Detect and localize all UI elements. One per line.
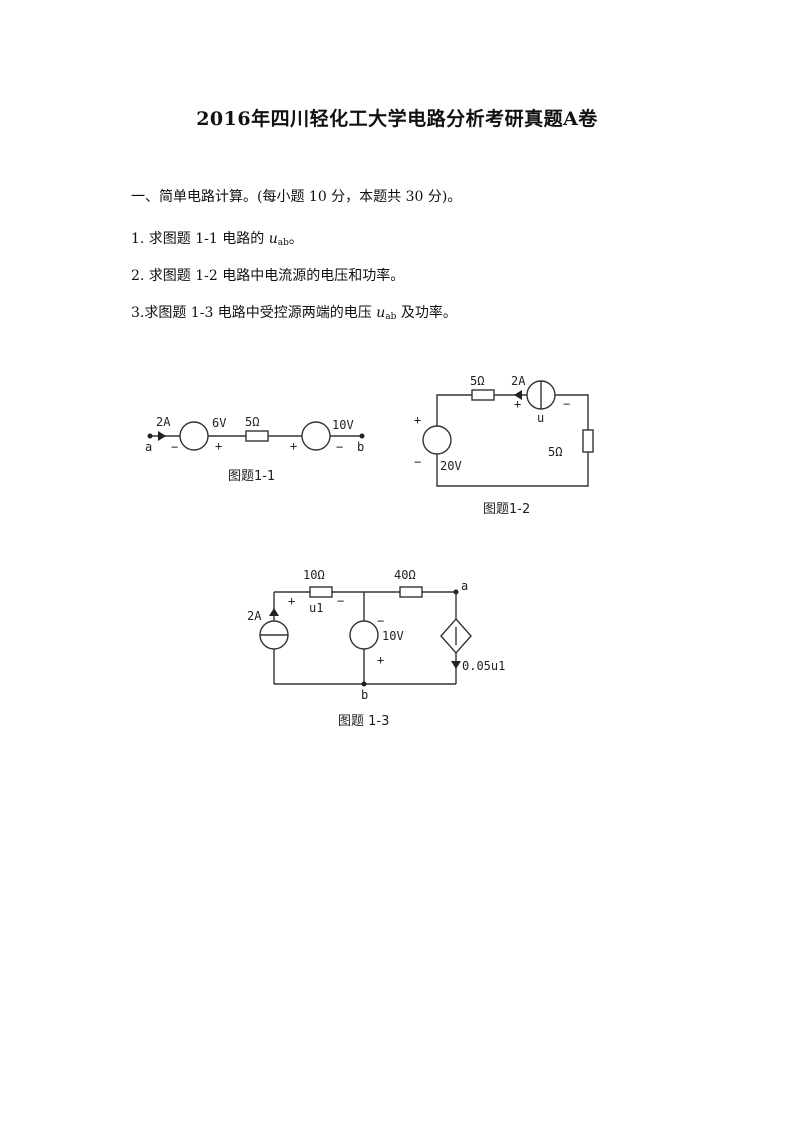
fig2-voltage-source (422, 425, 452, 455)
fig2-current-label: 2A (511, 374, 526, 388)
fig1-minus-2: − (336, 440, 343, 454)
fig1-plus-1: + (215, 439, 222, 453)
fig1-current-label: 2A (156, 415, 171, 429)
fig1-r-label: 5Ω (245, 415, 259, 429)
fig3-r2-label: 40Ω (394, 568, 416, 582)
fig1-node-a: a (145, 440, 152, 454)
fig2-r-right-label: 5Ω (548, 445, 562, 459)
fig1-minus-1: − (171, 440, 178, 454)
fig3-resistor-40 (399, 586, 423, 598)
fig2-r-top-label: 5Ω (470, 374, 484, 388)
question-2: 2. 求图题 1-2 电路中电流源的电压和功率。 (131, 268, 405, 284)
fig3-minus-u1: − (337, 594, 344, 608)
fig1-caption: 图题1-1 (228, 469, 275, 484)
fig3-dep-label: 0.05u1 (462, 659, 505, 673)
fig3-plus-v: + (377, 653, 384, 667)
fig3-node-a: a (461, 579, 468, 593)
page-title: 2016年四川轻化工大学电路分析考研真题A卷 (196, 108, 598, 130)
fig2-plus-v: + (414, 413, 421, 427)
fig2-minus-u: − (563, 397, 570, 411)
fig3-voltage-source (349, 620, 379, 650)
fig2-minus-v: − (414, 455, 421, 469)
fig3-dep-current-arrow (451, 661, 461, 669)
fig3-minus-v: − (377, 614, 384, 628)
fig3-current-label: 2A (247, 609, 262, 623)
fig2-u-label: u (537, 411, 544, 425)
fig1-v2-label: 10V (332, 418, 354, 432)
fig3-u1-label: u1 (309, 601, 323, 615)
question-3-suffix: 及功率。 (396, 305, 457, 321)
question-3-sub: ab (385, 312, 397, 322)
fig3-plus-u1: + (288, 594, 295, 608)
question-1-prefix: 1. 求图题 1-1 电路的 (131, 231, 269, 247)
fig3-current-arrow (269, 608, 279, 616)
question-1: 1. 求图题 1-1 电路的 uab。 (131, 228, 303, 248)
fig2-wire-bottom (436, 452, 589, 487)
question-1-var: u (268, 231, 278, 247)
question-1-sub: ab (277, 238, 289, 248)
fig2-plus-u: + (514, 397, 521, 411)
fig1-node-a-dot (147, 433, 153, 439)
question-1-suffix: 。 (288, 231, 303, 247)
fig1-node-b: b (357, 440, 364, 454)
fig2-wire-left-top (436, 394, 472, 440)
fig3-v-label: 10V (382, 629, 404, 643)
fig3-r1-label: 10Ω (303, 568, 325, 582)
question-3: 3.求图题 1-3 电路中受控源两端的电压 uab 及功率。 (131, 302, 457, 322)
fig2-current-arrow (514, 390, 522, 400)
fig3-resistor-10 (309, 586, 333, 598)
question-3-var: u (376, 305, 386, 321)
question-3-prefix: 3.求图题 1-3 电路中受控源两端的电压 (131, 305, 377, 321)
fig2-wire-top-right (555, 394, 589, 430)
fig2-v-label: 20V (440, 459, 462, 473)
fig3-node-b: b (361, 688, 368, 702)
fig3-caption: 图题 1-3 (338, 714, 389, 729)
fig2-caption: 图题1-2 (483, 502, 530, 517)
section-heading: 一、简单电路计算。(每小题 10 分，本题共 30 分)。 (131, 189, 462, 205)
fig3-node-b-dot (361, 681, 367, 687)
fig1-node-b-dot (359, 433, 365, 439)
fig1-plus-2: + (290, 439, 297, 453)
fig1-v1-label: 6V (212, 416, 226, 430)
fig1-current-arrow (158, 431, 166, 441)
